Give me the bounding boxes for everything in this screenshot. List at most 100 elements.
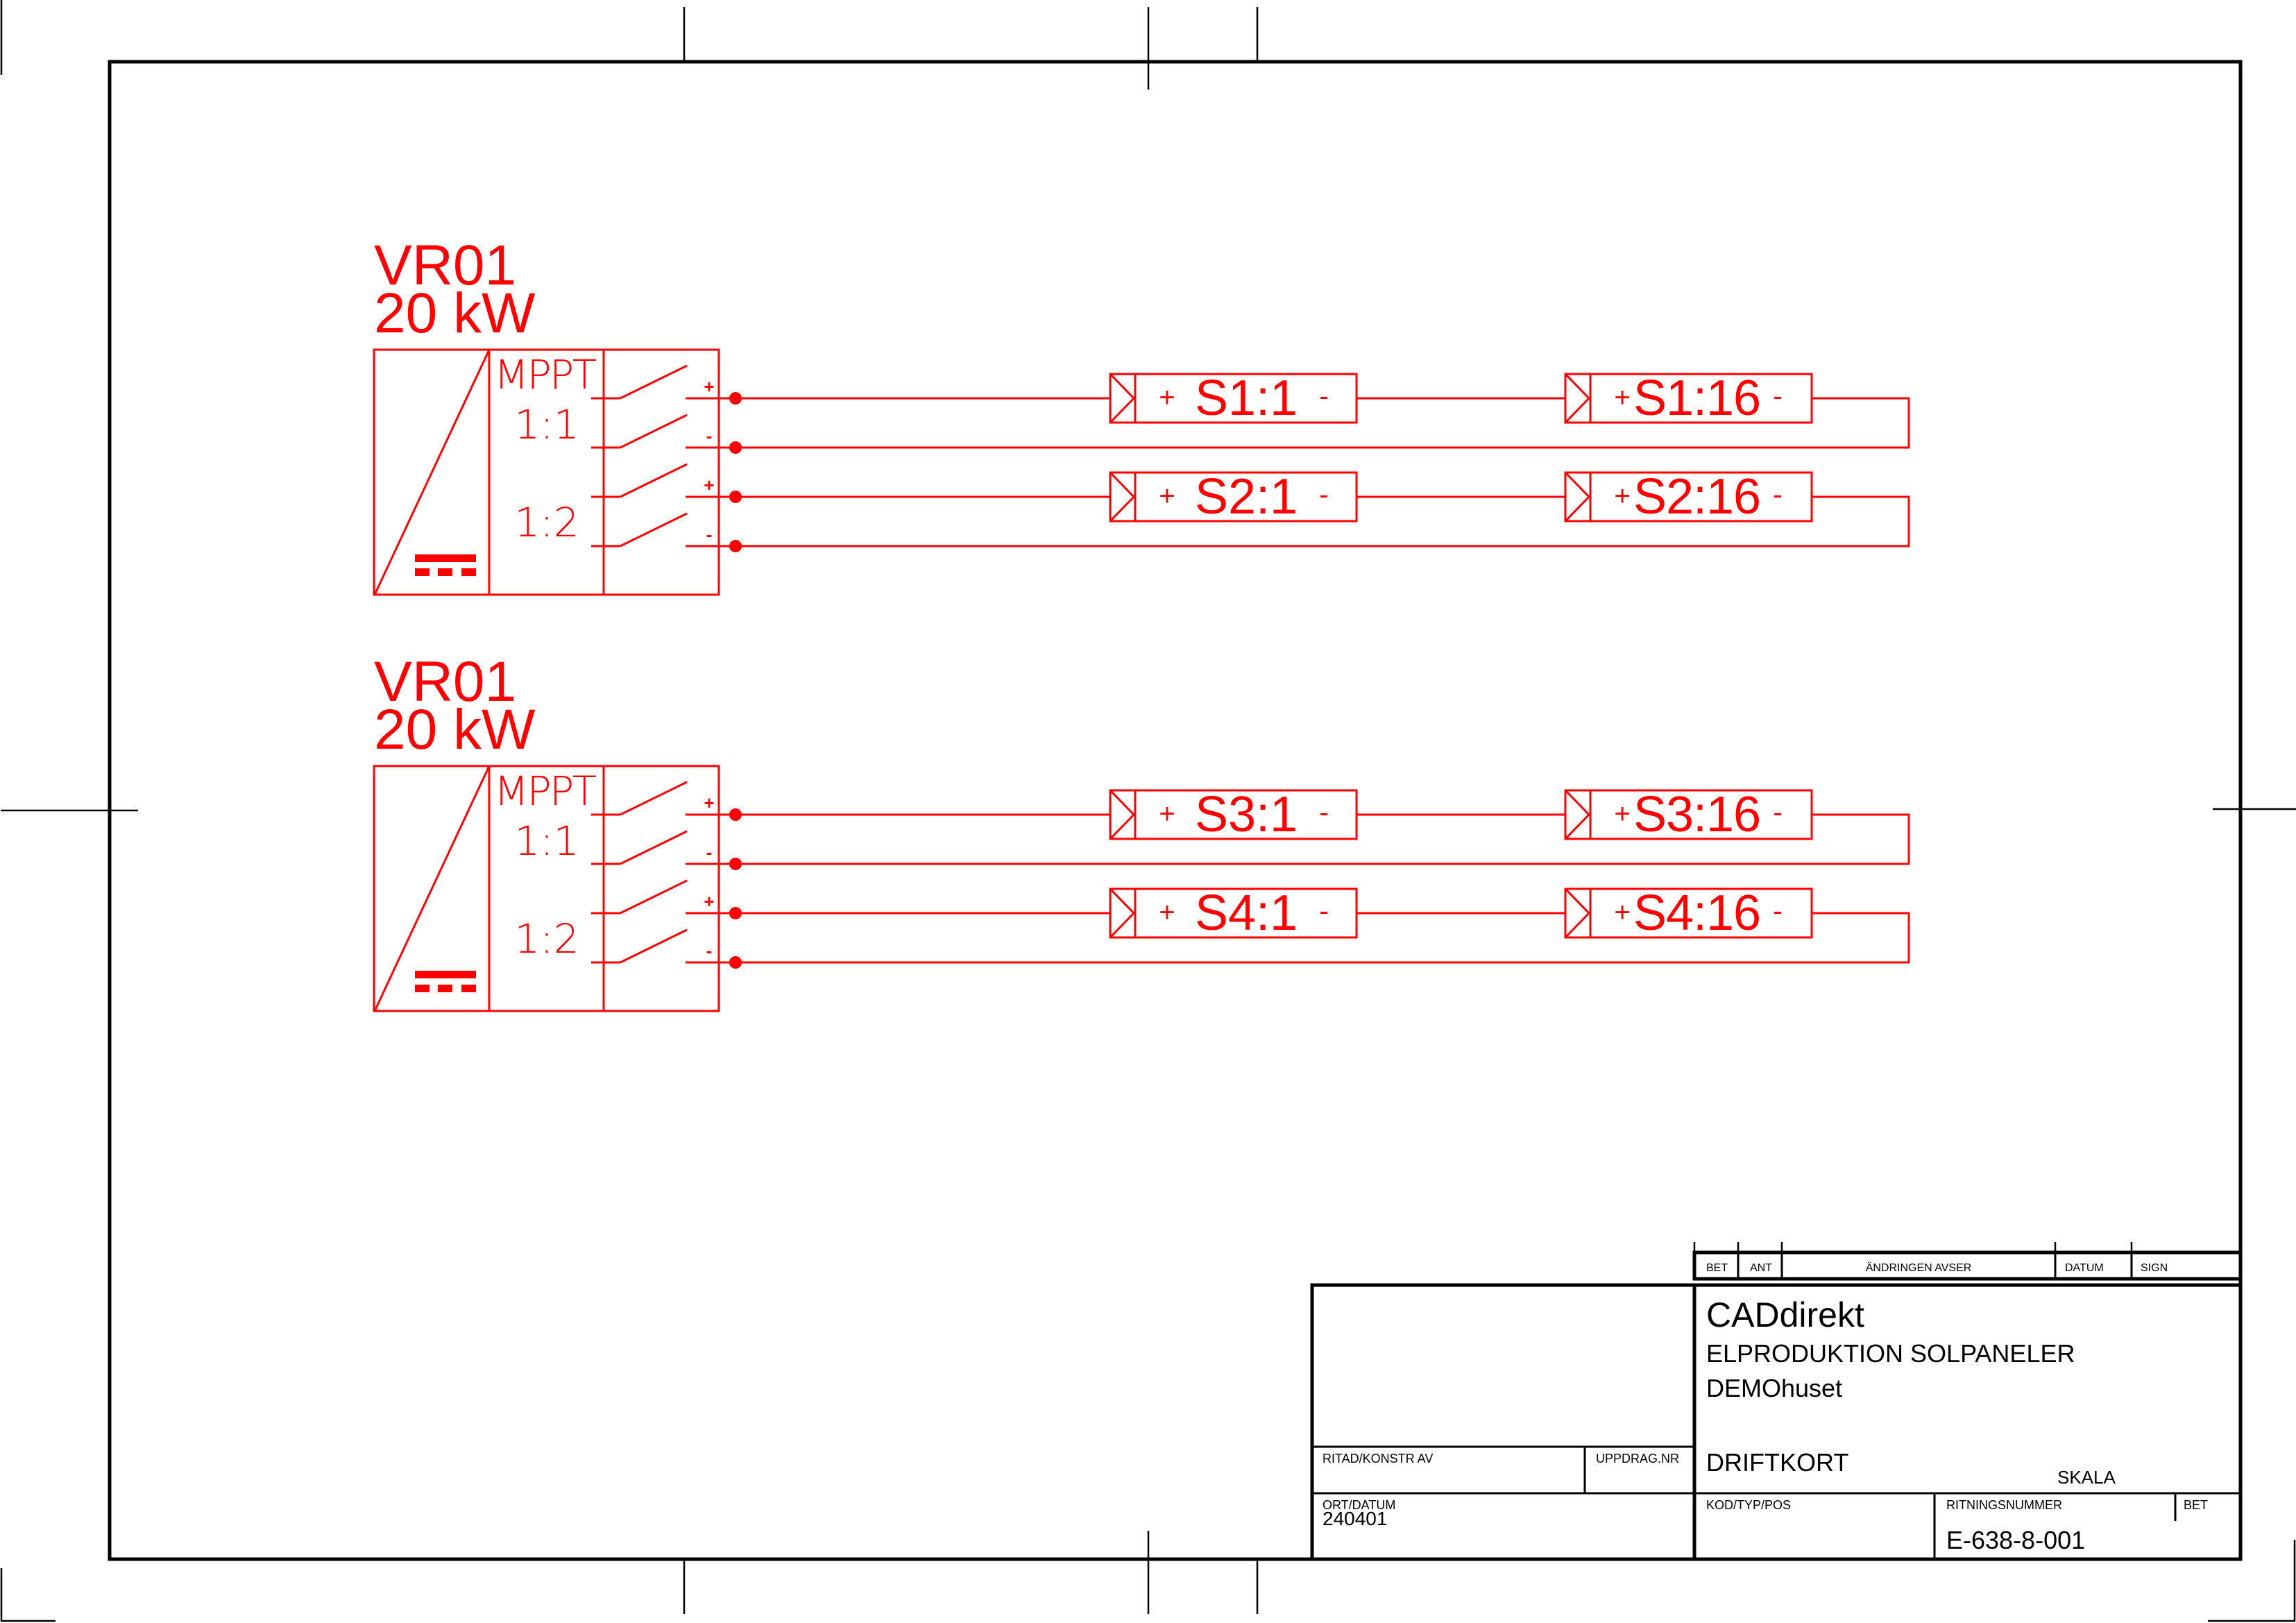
terminal-polarity: +	[704, 475, 714, 495]
module-label: S3:16	[1633, 787, 1761, 842]
dc-symbol-icon	[415, 971, 476, 992]
revision-header-bet: BET	[1706, 1262, 1728, 1274]
terminal-polarity: -	[706, 842, 713, 863]
ritningsnummer-value: E-638-8-001	[1946, 1526, 2085, 1554]
module-minus: -	[1319, 797, 1328, 828]
revision-header-andringen: ÄNDRINGEN AVSER	[1866, 1261, 1972, 1274]
module-label: S3:1	[1195, 787, 1298, 842]
inverter-power: 20 kW	[374, 282, 536, 345]
disconnect-switch	[591, 830, 735, 865]
revision-header-ant: ANT	[1750, 1262, 1772, 1274]
module-box	[1109, 471, 1358, 522]
switch-blade	[620, 830, 688, 865]
pv-string: +S2:1-+S2:16-	[735, 469, 1910, 547]
disconnect-switch	[591, 364, 735, 400]
module-minus: -	[1773, 797, 1782, 828]
bet-label: BET	[2184, 1498, 2208, 1512]
module-box	[1564, 789, 1813, 840]
company-name: CADdirekt	[1706, 1295, 1864, 1334]
module-label: S2:16	[1633, 469, 1761, 525]
dc-symbol-dash	[415, 568, 430, 576]
module-box	[1564, 471, 1813, 522]
converter-diagonal	[373, 765, 491, 1012]
drawing-frame	[108, 60, 2243, 1561]
ritad-label: RITAD/KONSTR AV	[1323, 1452, 1433, 1465]
ort-datum-value: 240401	[1323, 1508, 1387, 1529]
terminal-polarity: -	[706, 425, 713, 446]
module-label: S4:1	[1195, 885, 1298, 941]
module-box	[1564, 887, 1813, 939]
terminal-polarity: -	[706, 940, 713, 961]
module-box	[1109, 373, 1358, 424]
crop-mark-bottom-right	[2208, 1540, 2296, 1622]
switch-blade	[620, 879, 688, 915]
inverter-name: VR01	[374, 234, 516, 297]
disconnect-switch	[591, 414, 735, 449]
dc-symbol-icon	[415, 554, 476, 576]
switch-blade	[620, 463, 688, 498]
pv-module-first[interactable]: +S1:1-	[1109, 371, 1358, 426]
module-plus: +	[1614, 382, 1630, 413]
string-return-wire	[735, 912, 1910, 964]
switch-blade	[620, 364, 688, 400]
crop-mark-bottom-left	[0, 1568, 56, 1622]
dc-symbol-solid	[415, 971, 476, 978]
module-minus: -	[1773, 896, 1782, 926]
disconnect-switch	[591, 463, 735, 498]
pv-module-first[interactable]: + S3:1-	[1109, 787, 1358, 842]
inverter-box	[373, 348, 720, 596]
terminal-polarity: +	[704, 792, 714, 813]
string-return-wire	[735, 397, 1910, 449]
uppdrag-label: UPPDRAG.NR	[1596, 1452, 1679, 1465]
module-box	[1109, 789, 1358, 840]
module-plus: +	[1614, 799, 1630, 829]
module-arrow-icon	[1109, 471, 1136, 522]
pv-module-last[interactable]: +S3:16-	[1564, 787, 1813, 842]
revision-header-datum: DATUM	[2065, 1262, 2104, 1274]
module-label: S4:16	[1633, 885, 1761, 941]
dc-symbol-dash	[438, 568, 452, 576]
dc-symbol-dash	[438, 985, 452, 992]
pv-module-first[interactable]: + S4:1-	[1109, 885, 1358, 941]
inverter-name: VR01	[374, 650, 516, 713]
module-arrow-icon	[1564, 373, 1591, 424]
mppt-input-label: 1:1	[514, 817, 579, 865]
module-label: S1:16	[1633, 371, 1761, 426]
disconnect-switch	[591, 879, 735, 915]
skala-label: SKALA	[2057, 1467, 2116, 1488]
revision-table: BET ANT ÄNDRINGEN AVSER DATUM SIGN	[1692, 1242, 2243, 1281]
module-arrow-icon	[1109, 887, 1136, 939]
module-plus: +	[1614, 481, 1630, 511]
module-plus: +	[1159, 897, 1175, 928]
pv-string: +S1:1-+S1:16-	[735, 371, 1910, 449]
project-title: ELPRODUKTION SOLPANELER	[1706, 1339, 2075, 1368]
project-name: DEMOhuset	[1706, 1374, 1842, 1402]
disconnect-switch	[591, 781, 735, 816]
module-arrow-icon	[1109, 373, 1136, 424]
module-plus: +	[1159, 799, 1175, 829]
module-minus: -	[1773, 479, 1782, 510]
string-return-wire	[735, 813, 1910, 865]
inverter-box	[373, 765, 720, 1012]
module-minus: -	[1319, 479, 1328, 510]
dc-symbol-dash	[461, 568, 476, 576]
module-arrow-icon	[1564, 887, 1591, 939]
pv-module-last[interactable]: +S4:16-	[1564, 885, 1813, 941]
pv-module-last[interactable]: +S1:16-	[1564, 371, 1813, 426]
module-minus: -	[1319, 896, 1328, 926]
mppt-input-label: 1:2	[514, 915, 579, 962]
terminal-polarity: +	[704, 891, 714, 912]
pv-module-last[interactable]: +S2:16-	[1564, 469, 1813, 525]
pv-module-first[interactable]: +S2:1-	[1109, 469, 1358, 525]
switch-blade	[620, 512, 688, 547]
dc-symbol-dash	[461, 985, 476, 992]
title-block-border	[1310, 1283, 2243, 1561]
module-minus: -	[1319, 381, 1328, 411]
mppt-label: MPPT	[494, 767, 597, 815]
module-label: S2:1	[1195, 469, 1298, 525]
title-block: CADdirekt ELPRODUKTION SOLPANELER DEMOhu…	[1310, 1283, 2243, 1561]
ort-datum-label: ORT/DATUM	[1323, 1498, 1395, 1512]
module-box	[1564, 373, 1813, 424]
